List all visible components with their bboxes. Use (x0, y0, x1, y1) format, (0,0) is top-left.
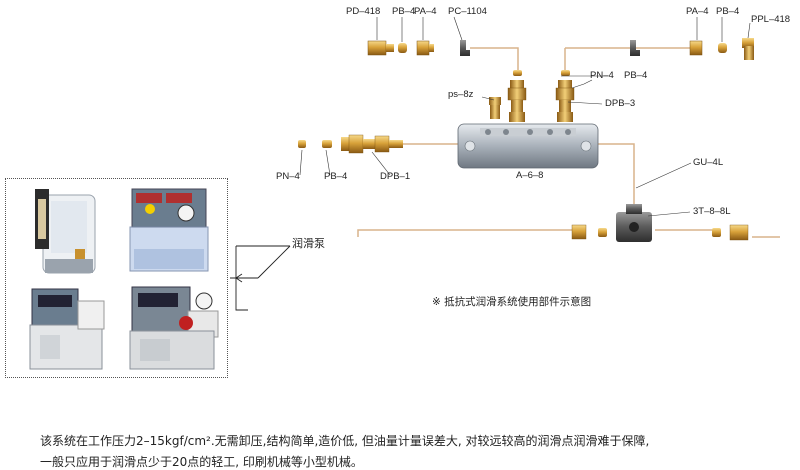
label-dpb1: DPB–1 (380, 171, 411, 182)
label-3t88l: 3T–8–8L (693, 206, 731, 217)
pb4-sleeve-top-left (398, 43, 407, 53)
label-pc1104: PC–1104 (448, 6, 487, 17)
label-pb4-left: PB–4 (324, 171, 348, 182)
label-pa4-top-right: PA–4 (686, 6, 709, 17)
label-dpb3: DPB–3 (605, 98, 636, 109)
nut-small-right (561, 70, 570, 76)
tee-3t88l (616, 204, 652, 242)
label-pa4-top-left: PA–4 (414, 6, 437, 17)
diagram-caption: ※ 抵抗式润滑系统使用部件示意图 (432, 296, 592, 308)
label-pb4-top-right: PB–4 (716, 6, 740, 17)
label-gu4l: GU–4L (693, 157, 724, 168)
main-line-fittings (571, 224, 749, 241)
label-a68: A–6–8 (516, 170, 544, 181)
pc1104-clamp (460, 40, 470, 56)
label-ppl418: PPL–418 (751, 14, 791, 25)
pn4-nut-left (298, 140, 306, 148)
ppl418-elbow (742, 38, 754, 60)
dpb-fitting-left (507, 80, 527, 122)
pipe-main-left (357, 229, 572, 237)
label-pump: 润滑泵 (292, 237, 325, 250)
pump-image-3 (29, 288, 105, 370)
label-pd418: PD–418 (346, 6, 381, 17)
pb4-sleeve-top-right (718, 43, 727, 53)
pump-arrow (230, 245, 291, 311)
description-line-1: 该系统在工作压力2–15kgf/cm².无需卸压,结构简单,造价低, 但油量计量… (40, 434, 650, 448)
leader-lines (299, 16, 751, 217)
pb4-sleeve-left (322, 140, 332, 148)
pa4-nut-top-left (416, 40, 434, 56)
label-pb4-right: PB–4 (624, 70, 648, 81)
dpb3-fitting (555, 80, 575, 122)
description-line-2: 一般只应用于润滑点少于20点的轻工, 印刷机械等小型机械。 (40, 455, 363, 469)
manifold-a68 (457, 123, 599, 169)
pump-image-1 (35, 189, 96, 274)
pd418-fitting (367, 40, 394, 56)
pipe-manifold-right (598, 143, 635, 218)
label-pn4-right: PN–4 (590, 70, 614, 81)
pipes (357, 47, 780, 238)
pipe-top-left (470, 47, 519, 70)
pipe-clamp-top-right (630, 40, 640, 56)
label-pb4-top-left: PB–4 (392, 6, 416, 17)
dpb1-fitting (341, 134, 403, 154)
nut-small-left (513, 70, 522, 76)
label-ps8z: ps–8z (448, 89, 474, 100)
ps8z-plug (489, 97, 501, 119)
pump-image-4 (129, 286, 219, 370)
pump-images-box (5, 178, 228, 378)
pump-image-2 (129, 188, 209, 272)
pa4-nut-top-right (689, 40, 703, 56)
label-pn4-left: PN–4 (276, 171, 300, 182)
